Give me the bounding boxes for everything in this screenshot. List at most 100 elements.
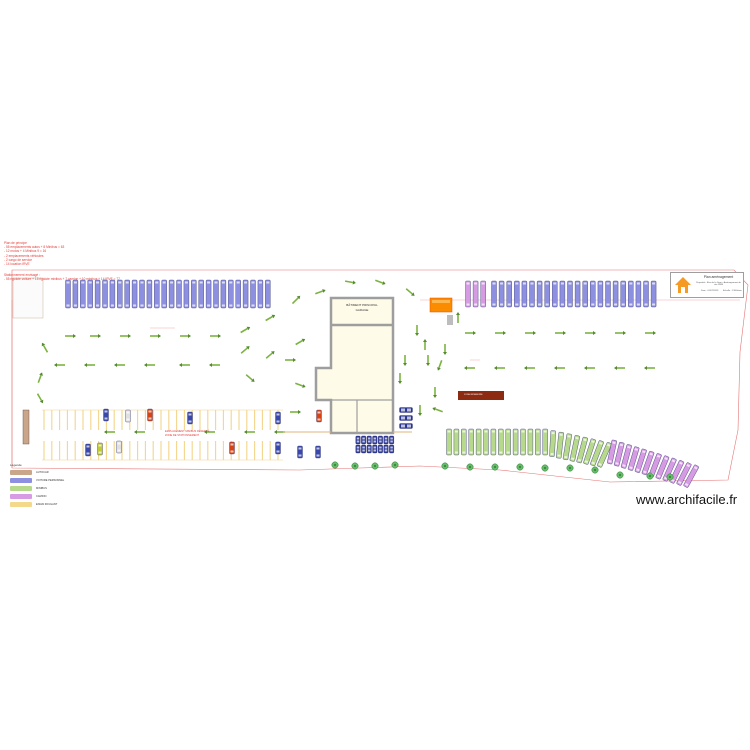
tree-icon [541,464,549,472]
direction-arrow [645,331,656,335]
direction-arrow [144,363,155,367]
direction-arrow [245,374,255,382]
direction-arrow [209,363,220,367]
legend-swatch [10,502,32,507]
bus-green [535,428,541,456]
direction-arrow [524,366,535,370]
site-boundary [11,269,749,483]
reserved-zone-sign [458,391,504,400]
bus-green [446,428,452,456]
legend-swatch [10,470,32,475]
direction-arrow [584,366,595,370]
direction-arrow [244,430,255,434]
bus-blue [205,279,212,309]
bus-blue [620,280,626,308]
tree-icon [646,472,654,480]
car [315,445,321,459]
bus-blue [94,279,101,309]
legend-item: VOITURE PERSONNEL [10,478,70,484]
bus-blue [102,279,108,309]
direction-arrow [443,344,447,355]
notes-heading-2: Stationnement envisagé : [4,273,40,278]
direction-arrow [210,334,221,338]
parked-cars [85,408,322,459]
bus-blue [250,279,256,309]
red-zone-label-2: ZONE DE STATIONNEMENT [165,434,200,437]
bus-blue [265,279,271,309]
bus-blue [235,279,241,309]
direction-arrow [525,331,536,335]
direction-arrow [150,334,161,338]
car [97,442,103,456]
tree-icon [491,463,499,471]
bus-blue [582,280,588,308]
bus-green [520,428,526,456]
notes-summary: - 55 rigolote voiture + 15 rigolote mini… [4,277,120,282]
legend-swatch [10,486,32,491]
notes-line: - 2 cargo de service [4,257,32,262]
bus-green [490,428,497,456]
direction-arrow [465,331,476,335]
bus-blue [80,279,86,309]
notes-heading: Plan de principe [4,241,27,245]
direction-arrow [54,363,65,367]
car-blue [366,435,372,445]
bus-green [483,428,489,456]
direction-arrow [104,430,115,434]
bus-green [549,430,556,457]
notes-line: - 2 emplacements véhicules [4,253,44,258]
bus-purple [613,441,625,467]
bus-blue [124,279,130,309]
direction-arrow [315,289,326,295]
bus-purple [676,462,692,486]
direction-arrow [426,355,430,366]
legend-item: MINIBUS [10,486,70,492]
bus-blue [650,280,657,308]
bus-green [542,428,548,456]
car-blue [377,435,383,445]
title-block-date: Date : 01/07/2025 [701,290,719,292]
bus-green [562,433,572,461]
car [147,408,153,422]
direction-arrow [405,288,415,296]
bus-green [475,428,482,456]
direction-arrow [295,382,306,388]
direction-arrow [37,372,43,383]
direction-arrow [437,360,443,371]
direction-arrow [464,366,475,370]
direction-arrow [423,339,427,350]
car-blue [399,407,407,413]
car-blue [405,423,413,429]
bus-purple [627,446,640,471]
bus-green [468,428,474,456]
bus-blue [521,280,528,308]
direction-arrow [84,363,95,367]
car [316,409,322,423]
tree-icon [331,461,339,469]
car-blue [361,435,367,445]
bus-purple [683,464,699,488]
car-blue [405,407,413,413]
notes-line: - 14 location IRVE [4,262,30,267]
tree-icon [616,471,624,479]
bus-green [498,428,504,456]
title-block-subtitle: Propriété • Rue de la Gare • Aménagement… [696,282,741,286]
title-block-scale: Echelle : 1/500ème [723,290,742,292]
tree-icon [666,473,674,481]
car-blue [405,415,413,421]
direction-arrow [179,363,190,367]
tree-icon [441,462,449,470]
bus-blue [146,279,153,309]
car-blue [355,435,361,445]
bus-blue [109,279,116,309]
bus-blue [536,280,543,308]
bus-left-vertical [22,409,30,445]
direction-arrow [456,312,460,323]
bus-blue [242,279,249,309]
legend-item: AUTOCAR [10,470,70,476]
bus-blue [612,280,619,308]
bus-green [596,442,612,468]
direction-arrow [398,373,402,384]
bus-blue [139,279,145,309]
